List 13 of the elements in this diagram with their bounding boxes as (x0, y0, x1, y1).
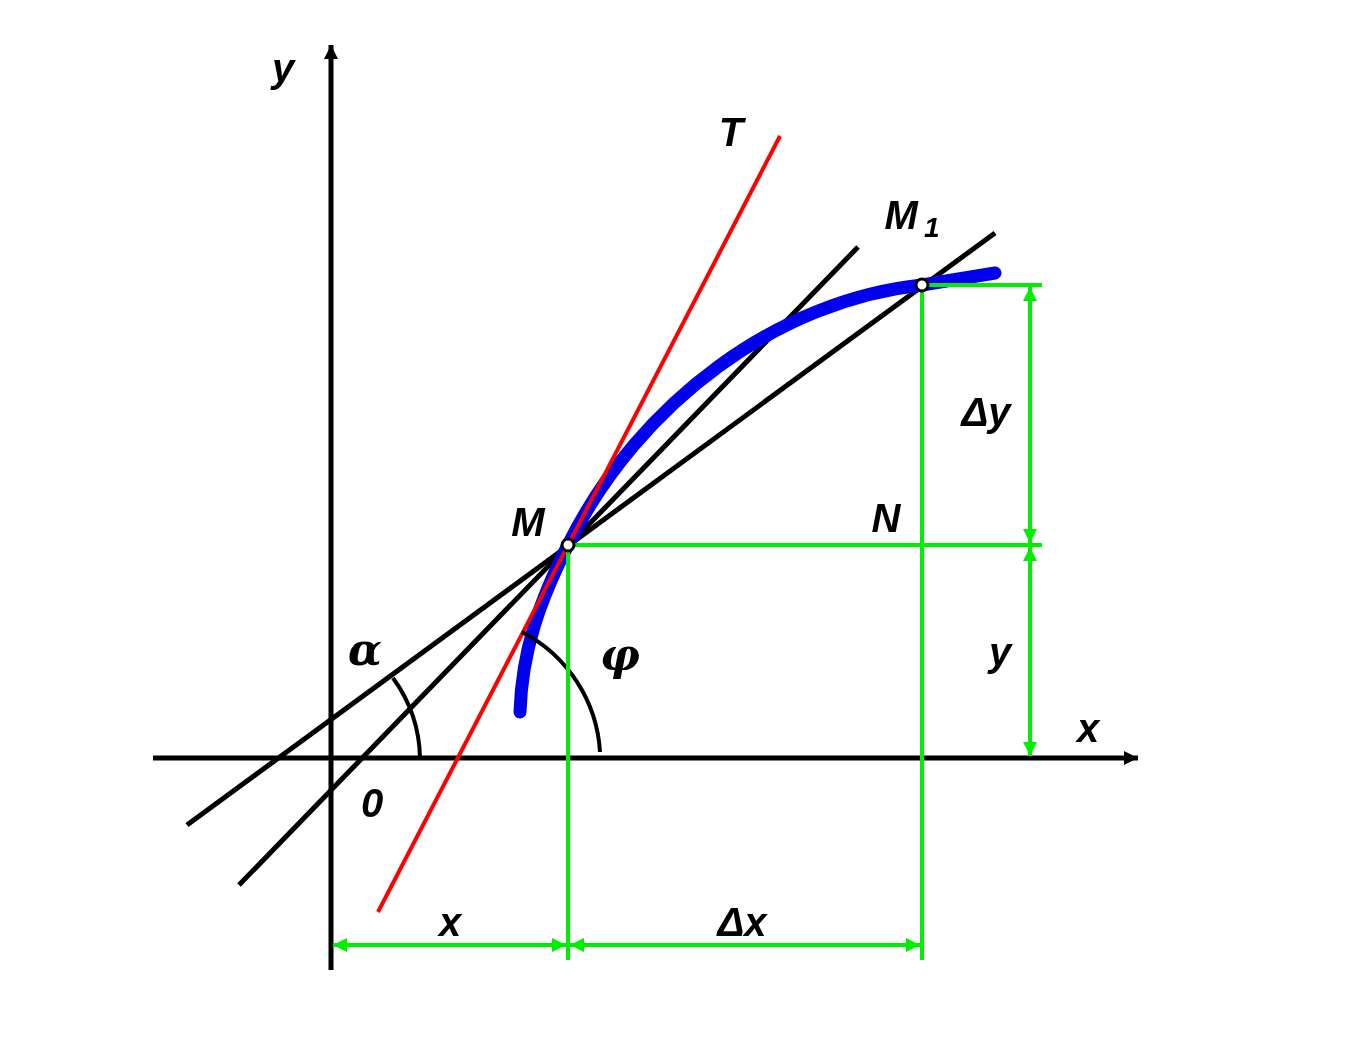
angle-label: φ (600, 633, 640, 677)
origin-label: 0 (360, 783, 384, 823)
axis-label: y (271, 48, 295, 88)
dimension-label: Δy (961, 392, 1011, 432)
dimension-label: x (438, 902, 462, 942)
angle-label: α (348, 628, 382, 672)
point-label: N (871, 498, 901, 538)
line-label: T (718, 112, 744, 152)
point-label: M (511, 502, 545, 542)
point-label: M$_{1}$ (884, 194, 940, 242)
dimension-label: y (988, 632, 1012, 672)
axis-label: x (1076, 708, 1100, 748)
dimension-label: Δx (717, 902, 767, 942)
